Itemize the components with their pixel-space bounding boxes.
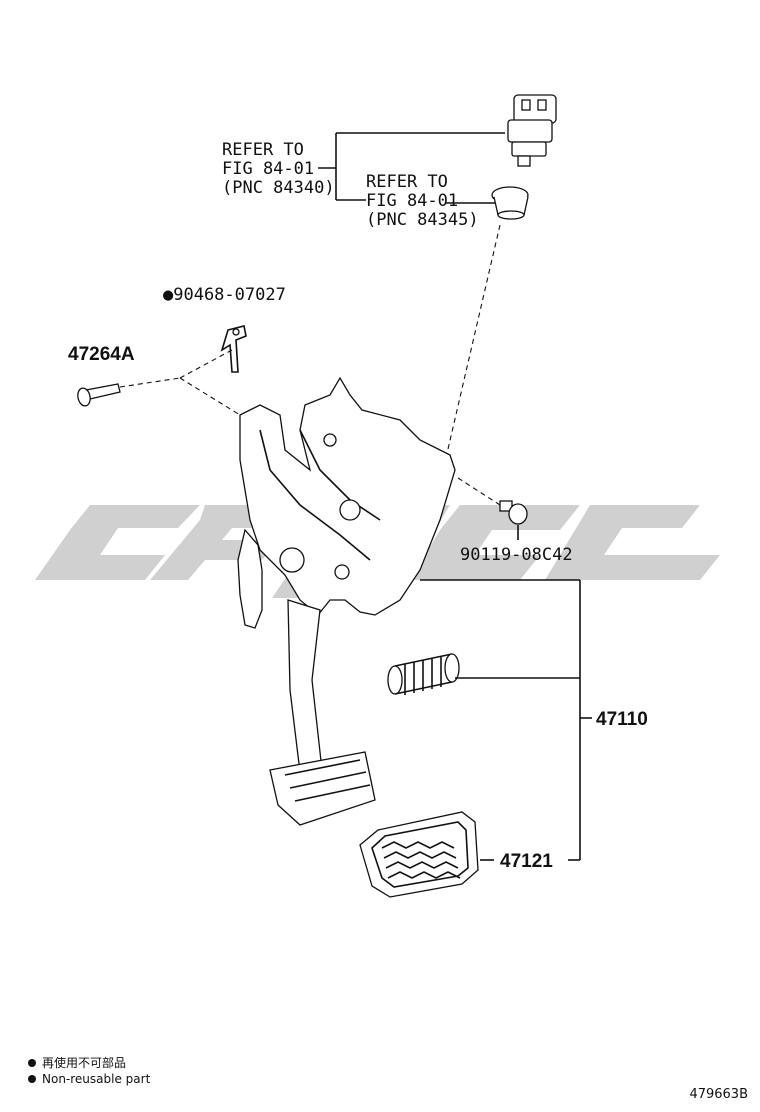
legend-bullet-1	[28, 1059, 36, 1067]
legend-line-2: Non-reusable part	[42, 1072, 151, 1086]
part-number-assembly: 47110	[596, 709, 648, 730]
ref-b-line1: REFER TO	[366, 172, 448, 192]
pin-part	[77, 383, 121, 407]
ref-a-line3: (PNC 84340)	[222, 178, 335, 198]
ref-b-line2: FIG 84-01	[366, 191, 458, 211]
part-number-bolt: 90119-08C42	[460, 545, 573, 565]
legend-line-1: 再使用不可部品	[42, 1055, 126, 1070]
return-spring	[387, 653, 460, 695]
clip-part	[220, 325, 247, 373]
part-number-pin: 47264A	[68, 344, 135, 365]
ref-b-line3: (PNC 84345)	[366, 210, 479, 230]
pedal-assembly	[237, 376, 456, 826]
ref-a-line1: REFER TO	[222, 140, 304, 160]
part-leaders	[420, 579, 592, 861]
pedal-pad	[359, 811, 479, 898]
ref-a-line2: FIG 84-01	[222, 159, 314, 179]
part-number-pad: 47121	[500, 851, 553, 872]
bolt-part	[499, 500, 528, 540]
stopper-cushion	[491, 186, 529, 220]
ref-leaders	[318, 132, 505, 204]
figure-id: 479663B	[689, 1087, 748, 1102]
legend-bullet-2	[28, 1075, 36, 1083]
part-number-clip: ●90468-07027	[163, 285, 286, 305]
stop-lamp-switch	[507, 94, 557, 167]
guide-lines	[119, 224, 501, 506]
